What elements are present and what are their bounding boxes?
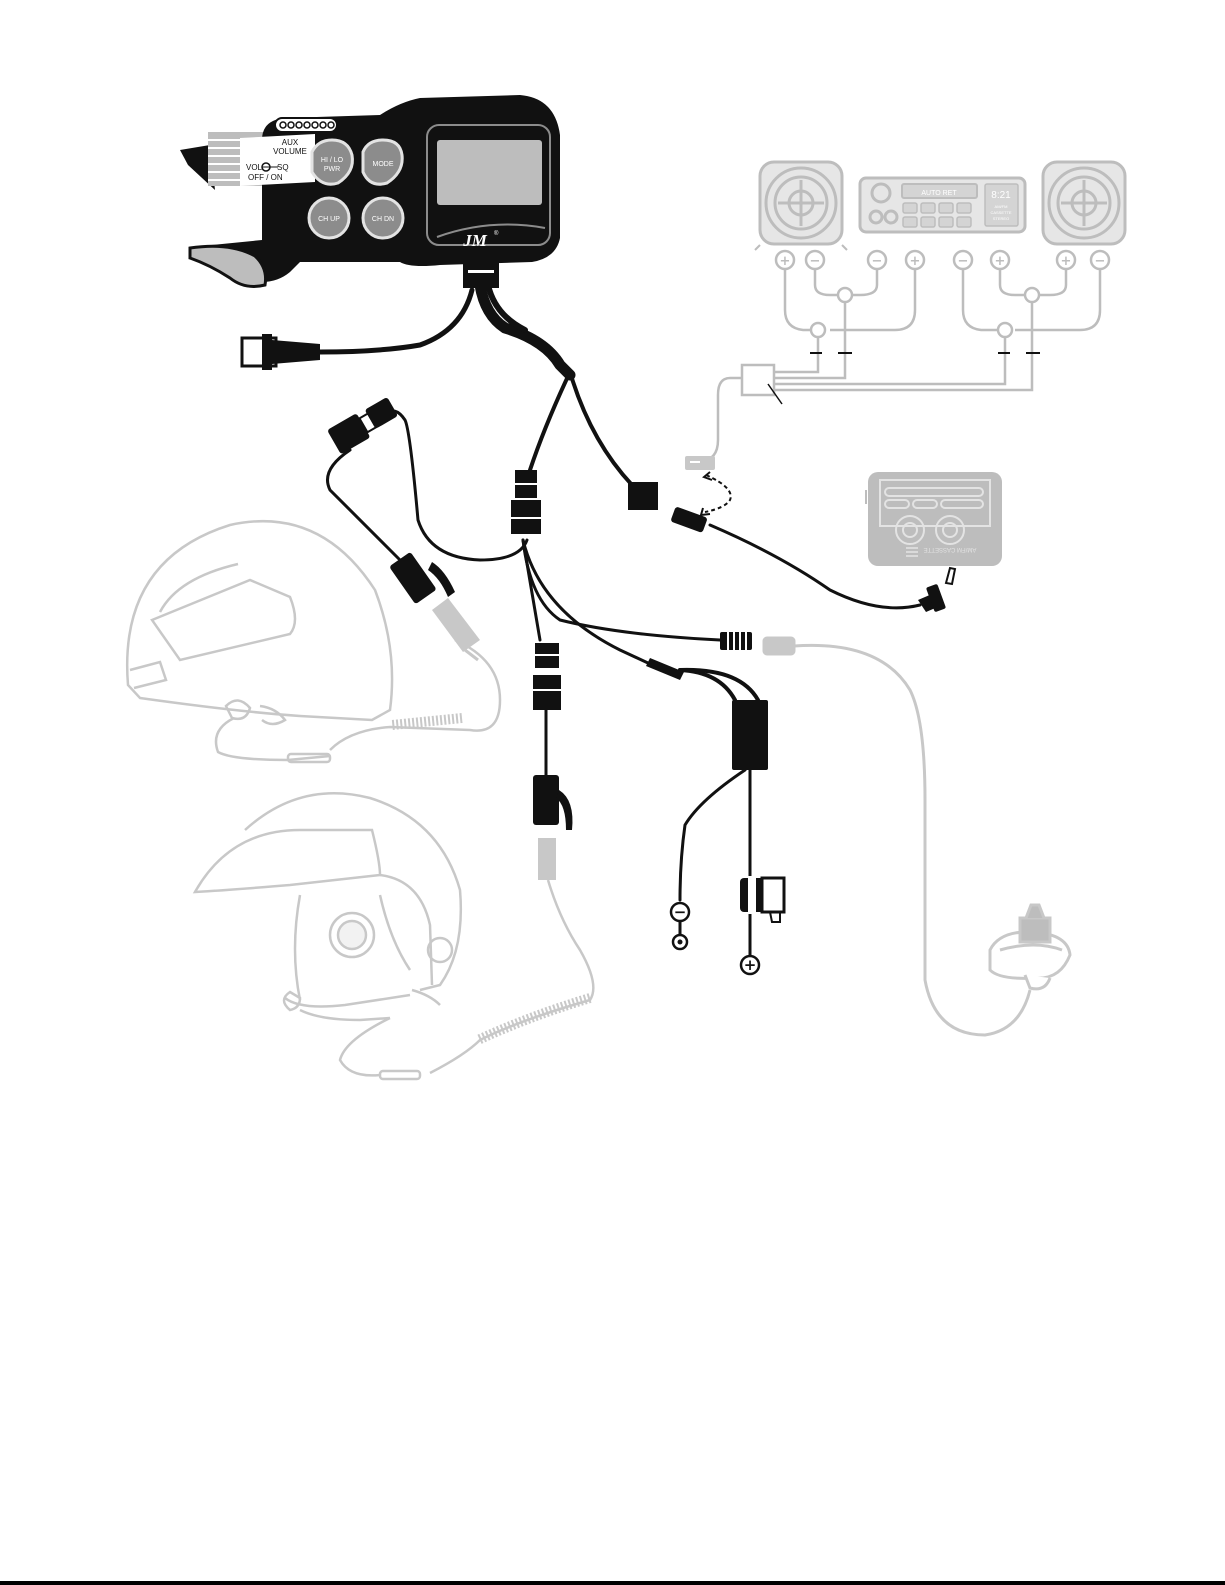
button-ch-up[interactable]: CH UP xyxy=(309,198,349,238)
terminal-7: + xyxy=(1061,254,1072,269)
page-bottom-rule xyxy=(0,1581,1225,1585)
terminal-1: + xyxy=(780,254,791,269)
radio-side-text-2: CASSETTE xyxy=(990,210,1011,215)
car-radio: AUTO RET 8:21 AM/FM CASSETTE STEREO xyxy=(860,178,1025,232)
button-hi-lo-pwr[interactable]: HI / LO PWR xyxy=(312,140,352,184)
right-speaker xyxy=(1043,162,1125,244)
hi-lo-pwr-label-2: PWR xyxy=(324,166,340,173)
negative-lead: − xyxy=(671,903,689,949)
mode-label: MODE xyxy=(373,161,394,168)
radio-lead-plug xyxy=(685,456,715,470)
aux-label-line1: AUX xyxy=(282,138,299,147)
aux-cassette-device: AM/FM CASSETTE xyxy=(866,472,1002,566)
terminal-6: + xyxy=(995,254,1006,269)
logo-registered-mark: ® xyxy=(494,230,499,237)
off-on-label: OFF / ON xyxy=(248,173,283,182)
positive-lead: + xyxy=(741,956,759,974)
full-face-helmet xyxy=(127,521,392,762)
radio-side-text-1: AM/FM xyxy=(995,204,1008,209)
terminal-5: − xyxy=(958,254,969,269)
aux-label-line2: VOLUME xyxy=(273,147,307,156)
terminal-8: − xyxy=(1095,254,1106,269)
terminal-3: − xyxy=(872,254,883,269)
left-speaker xyxy=(755,162,847,250)
vol-label: VOL xyxy=(246,163,263,172)
handlebar-ptt-switch xyxy=(990,905,1070,989)
sq-label: SQ xyxy=(277,163,289,172)
radio-clock: 8:21 xyxy=(991,190,1011,201)
terminal-4: + xyxy=(910,254,921,269)
connection-arrows xyxy=(705,475,731,512)
positive-symbol: + xyxy=(744,956,757,974)
ptt-lead xyxy=(764,638,1030,1035)
ch-dn-label: CH DN xyxy=(372,216,394,223)
open-face-helmet xyxy=(195,793,461,1079)
aux-device-label: AM/FM CASSETTE xyxy=(924,546,977,552)
radio-display-text: AUTO RET xyxy=(921,190,957,197)
radio-side-text-3: STEREO xyxy=(993,216,1009,221)
main-harness xyxy=(295,285,920,955)
button-ch-dn[interactable]: CH DN xyxy=(363,198,403,238)
speaker-terminals: + − − + − + + − xyxy=(776,251,1109,269)
ch-up-label: CH UP xyxy=(318,216,340,223)
negative-symbol: − xyxy=(674,903,687,921)
handlebar-controller: AUX VOLUME VOL SQ OFF / ON HI / LO PWR M… xyxy=(180,95,560,288)
jm-logo: JM xyxy=(462,231,488,250)
helmet-plug-bottom xyxy=(538,838,556,880)
lcd-screen xyxy=(437,140,542,205)
hi-lo-pwr-label-1: HI / LO xyxy=(321,157,344,164)
coiled-cord-bottom xyxy=(430,880,593,1073)
terminal-2: − xyxy=(810,254,821,269)
